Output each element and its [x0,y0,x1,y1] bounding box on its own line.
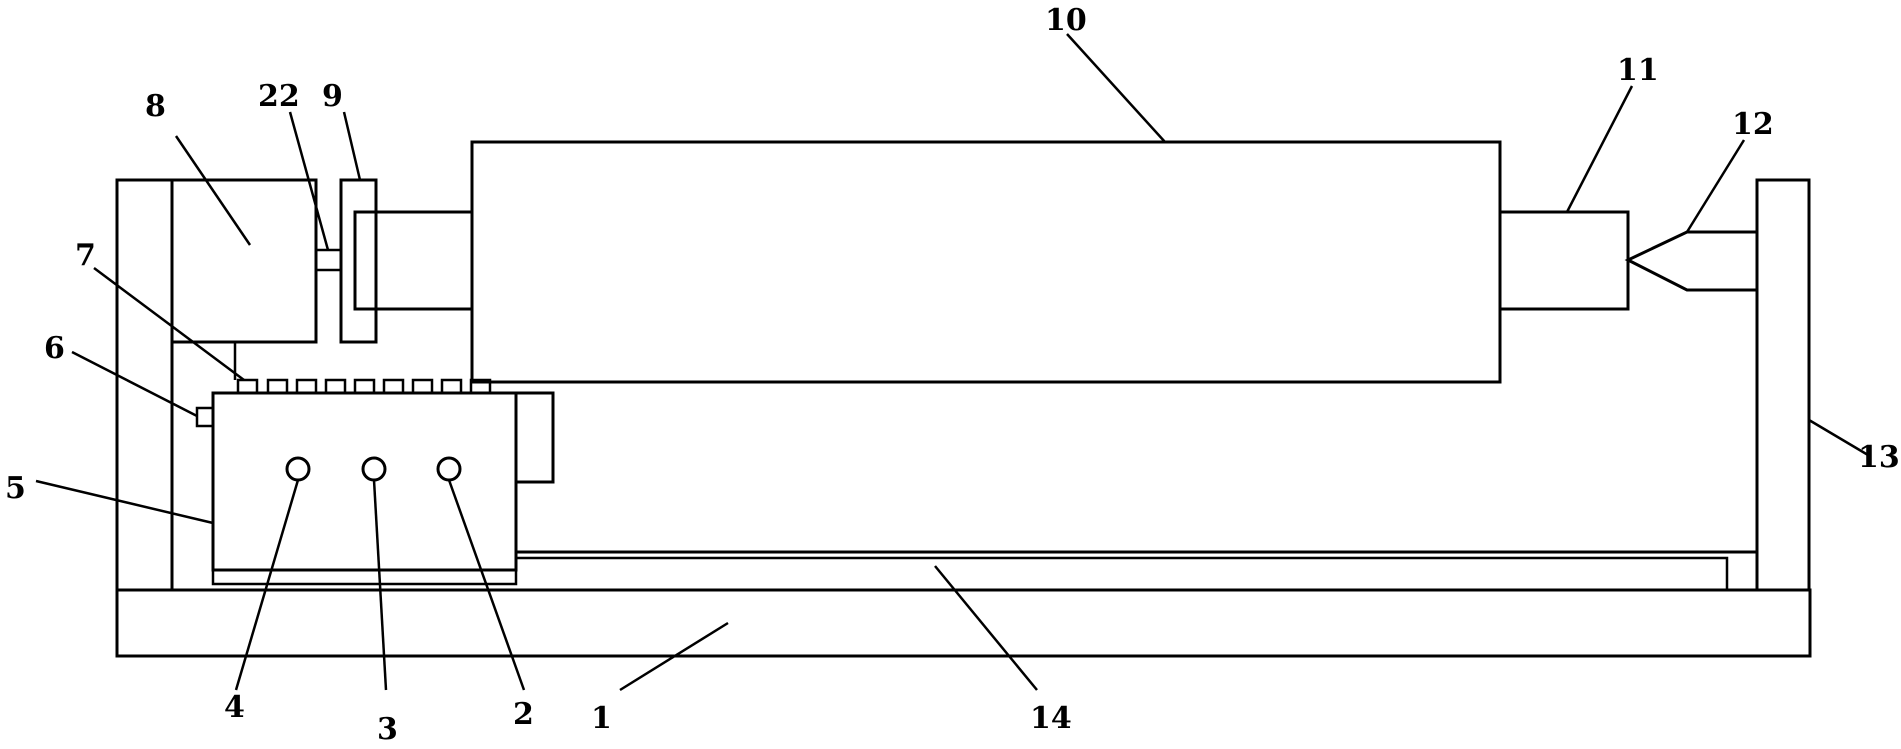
label-11: 11 [1617,53,1659,88]
left-support-bracket [172,340,237,380]
main-drum [470,140,1502,384]
label-22: 22 [258,79,300,114]
side-button [195,406,215,428]
knob-4 [285,456,311,482]
center-tip [1624,230,1757,292]
knob-3 [361,456,387,482]
carriage-base [211,570,518,586]
guide-rail [515,556,1729,590]
knob-2 [436,456,462,482]
label-13: 13 [1858,440,1900,475]
label-4: 4 [224,690,245,725]
label-10: 10 [1045,3,1087,38]
leader-lines [35,33,1869,692]
motor-shaft [314,248,343,272]
label-8: 8 [145,89,166,124]
teeth-row [236,378,492,395]
right-hub [1498,210,1630,311]
label-1: 1 [591,701,612,736]
base-plate [115,588,1812,658]
carriage-side-block [514,391,555,484]
label-3: 3 [377,712,398,747]
left-hub [353,210,474,311]
label-5: 5 [5,471,26,506]
label-2: 2 [513,697,534,732]
left-support-outer [115,178,174,592]
right-support [1755,178,1811,592]
label-7: 7 [75,238,96,273]
label-14: 14 [1030,701,1072,736]
label-6: 6 [44,331,65,366]
coupling-plate [339,178,378,344]
label-9: 9 [322,79,343,114]
label-12: 12 [1732,107,1774,142]
motor [170,178,318,344]
